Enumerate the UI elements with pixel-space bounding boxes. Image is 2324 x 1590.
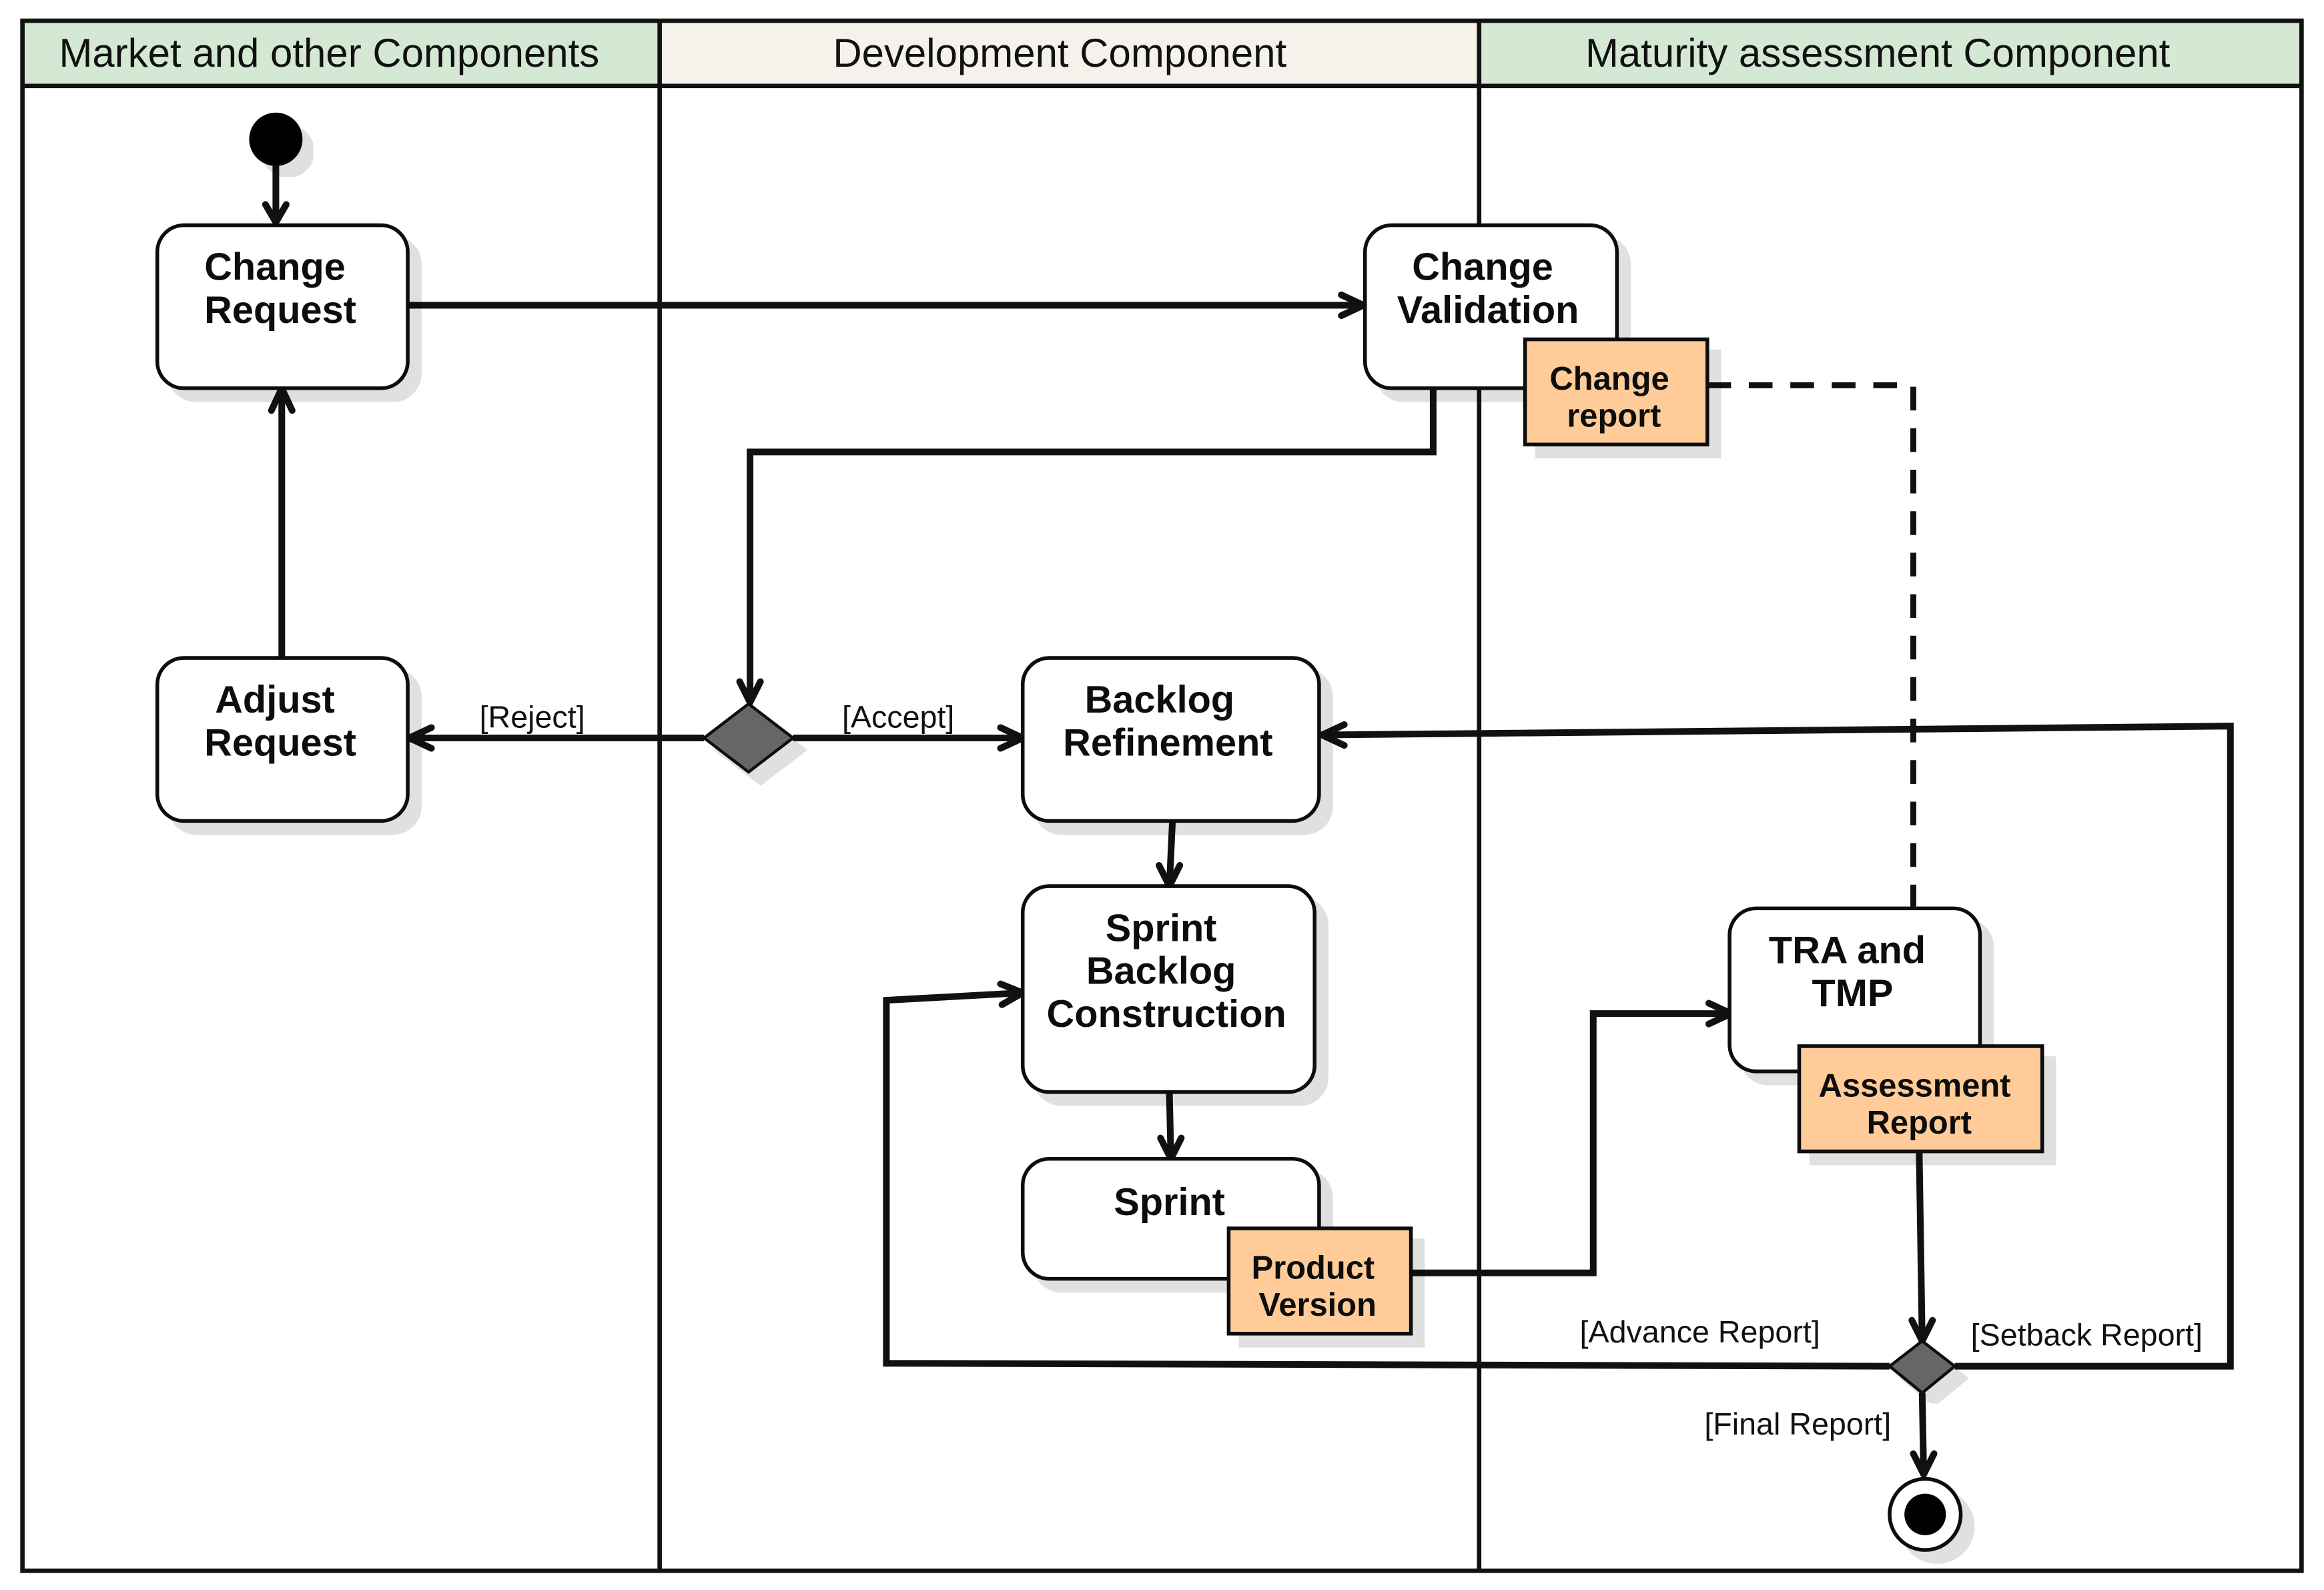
flow-assessment-to-decision xyxy=(1916,1152,1926,1341)
svg-text:Change Validation: Change Validation xyxy=(1397,246,1579,332)
action-sprint-backlog-construction[interactable]: Sprint Backlog Construction xyxy=(1020,884,1317,1094)
change-report-line2: report xyxy=(1567,398,1661,434)
svg-text:TRA and TMP: TRA and TMP xyxy=(1769,929,1936,1015)
svg-text:Sprint: Sprint xyxy=(1114,1181,1225,1224)
product-version-line1: Product xyxy=(1252,1250,1375,1286)
svg-text:Sprint Backlog Con: Sprint Backlog Construction xyxy=(1047,907,1286,1036)
guard-accept: [Accept] xyxy=(842,699,954,734)
lane-title-maturity: Maturity assessment Component xyxy=(1585,31,2171,75)
action-change-request[interactable]: Change Request xyxy=(155,223,410,390)
product-version-line2: Version xyxy=(1258,1287,1376,1323)
adjust-request-line2: Request xyxy=(204,722,356,765)
flow-advance-report xyxy=(883,989,1890,1370)
sprint-backlog-line2: Backlog xyxy=(1086,950,1236,993)
flow-setback-report xyxy=(1322,723,2234,1370)
svg-text:Assessment Report: Assessment Report xyxy=(1819,1068,2020,1141)
svg-text:Change report: Change report xyxy=(1550,361,1679,434)
guard-advance-report: [Advance Report] xyxy=(1580,1314,1820,1349)
object-assessment-report[interactable]: Assessment Report xyxy=(1797,1044,2044,1154)
flow-product-version-to-tra xyxy=(1411,1010,1731,1276)
adjust-request-line1: Adjust xyxy=(215,679,335,721)
lane-header-maturity xyxy=(1479,21,2302,86)
action-backlog-refinement[interactable]: Backlog Refinement xyxy=(1020,656,1321,823)
svg-text:Backlog Refinement: Backlog Refinement xyxy=(1063,679,1272,764)
sprint-backlog-line1: Sprint xyxy=(1106,907,1217,949)
sprint-line1: Sprint xyxy=(1114,1181,1225,1224)
backlog-refinement-line1: Backlog xyxy=(1085,679,1235,721)
flow-backlog-to-sprint-backlog xyxy=(1166,822,1176,887)
change-validation-line1: Change xyxy=(1412,246,1553,289)
action-adjust-request[interactable]: Adjust Request xyxy=(155,656,410,823)
guard-final-report: [Final Report] xyxy=(1704,1407,1891,1441)
svg-text:Change Request: Change Request xyxy=(204,246,356,332)
svg-text:Product Version: Product Version xyxy=(1252,1250,1384,1324)
tra-tmp-line2: TMP xyxy=(1812,972,1893,1015)
lane-header-market xyxy=(22,21,660,86)
lane-title-development: Development Component xyxy=(833,31,1286,75)
change-report-line1: Change xyxy=(1550,361,1669,397)
flow-sprint-backlog-to-sprint xyxy=(1166,1093,1174,1159)
guard-setback-report: [Setback Report] xyxy=(1971,1318,2203,1352)
assessment-report-line1: Assessment xyxy=(1819,1068,2011,1104)
decision-report-outcome[interactable] xyxy=(1887,1339,1958,1395)
tra-tmp-line1: TRA and xyxy=(1769,929,1926,972)
control-flows xyxy=(262,163,2234,1478)
guard-reject: [Reject] xyxy=(480,699,585,734)
initial-node xyxy=(249,112,303,166)
backlog-refinement-line2: Refinement xyxy=(1063,722,1272,765)
lane-header-development xyxy=(659,21,1479,86)
flow-validation-to-decision xyxy=(747,388,1437,703)
object-product-version[interactable]: Product Version xyxy=(1226,1226,1413,1336)
svg-text:Adjust Request: Adjust Request xyxy=(204,679,356,764)
lane-title-market: Market and other Components xyxy=(59,31,599,75)
change-request-line1: Change xyxy=(204,246,346,289)
change-request-line2: Request xyxy=(204,289,356,332)
flow-final-report xyxy=(1918,1393,1928,1475)
decision-accept-reject[interactable] xyxy=(701,702,796,774)
object-change-report[interactable]: Change report xyxy=(1523,337,1709,447)
assessment-report-line2: Report xyxy=(1867,1105,1972,1141)
sprint-backlog-line3: Construction xyxy=(1047,993,1286,1036)
change-validation-line2: Validation xyxy=(1397,289,1579,332)
change-report-association xyxy=(1707,382,1916,910)
final-node xyxy=(1888,1477,1963,1552)
